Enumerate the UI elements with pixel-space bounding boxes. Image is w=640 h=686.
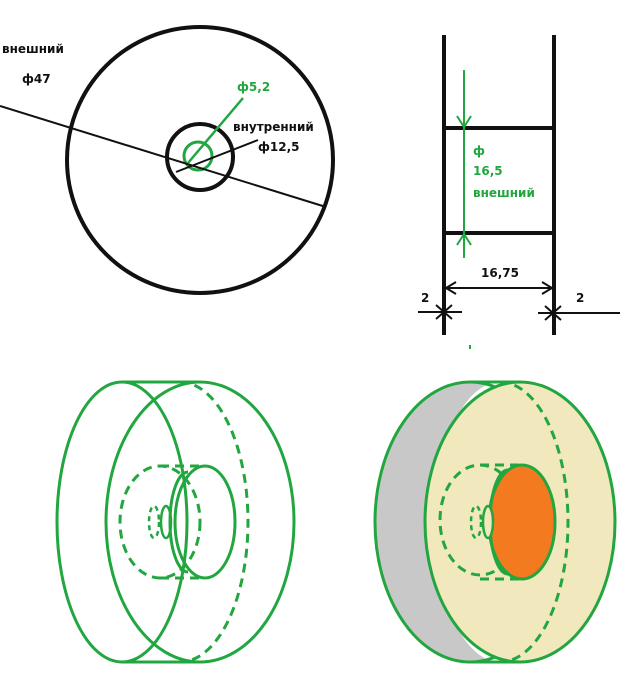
- stray-dot: [469, 345, 471, 349]
- inner-diameter-leader: [175, 139, 259, 173]
- inner-hub-circle: [165, 122, 235, 192]
- wire-back-rim: [55, 380, 189, 664]
- shaded-hole-front: [481, 504, 495, 540]
- left-wall-tick-2: [435, 304, 453, 320]
- hole-diameter-leader: [187, 97, 244, 164]
- outer-dim-arrow-bottom: [456, 232, 472, 246]
- hole-diameter-value: ф5,2: [237, 80, 270, 94]
- outer-label: внешний: [2, 42, 64, 56]
- inner-label: внутренний: [233, 120, 314, 134]
- shaded-hole-back: [469, 504, 483, 540]
- inner-diameter-value: ф12,5: [258, 140, 300, 154]
- front-view: внешний ф47 ф5,2 внутренний ф12,5: [0, 25, 335, 295]
- shaded-view: [373, 380, 617, 664]
- wire-hole-back: [147, 504, 161, 540]
- outer-phi-value: 16,5: [473, 164, 503, 178]
- width-arrow-right: [541, 281, 554, 295]
- left-wall-value: 2: [421, 291, 429, 305]
- section-view: ф 16,5 внешний 16,75 2 2: [418, 35, 620, 349]
- wire-hub-front: [173, 464, 237, 580]
- wire-hole-front: [159, 504, 173, 540]
- outer-phi-symbol: ф: [473, 144, 485, 158]
- shaded-hub-face: [487, 463, 557, 581]
- wire-hidden-back-arc: [179, 380, 250, 664]
- outer-diameter-value: ф47: [22, 72, 51, 86]
- right-wall-tick-2: [544, 305, 562, 321]
- outer-phi-label: внешний: [473, 186, 535, 200]
- width-value: 16,75: [481, 266, 519, 280]
- shaded-hidden-back-arc: [499, 380, 570, 664]
- wireframe-view: [55, 380, 296, 664]
- shaded-side-band: [375, 382, 500, 662]
- center-hole-circle: [182, 140, 214, 172]
- right-wall-value: 2: [576, 291, 584, 305]
- outer-diameter-line: [0, 105, 327, 208]
- width-arrow-left: [444, 281, 457, 295]
- outer-dim-arrow-top: [456, 115, 472, 129]
- outer-circle: [65, 25, 335, 295]
